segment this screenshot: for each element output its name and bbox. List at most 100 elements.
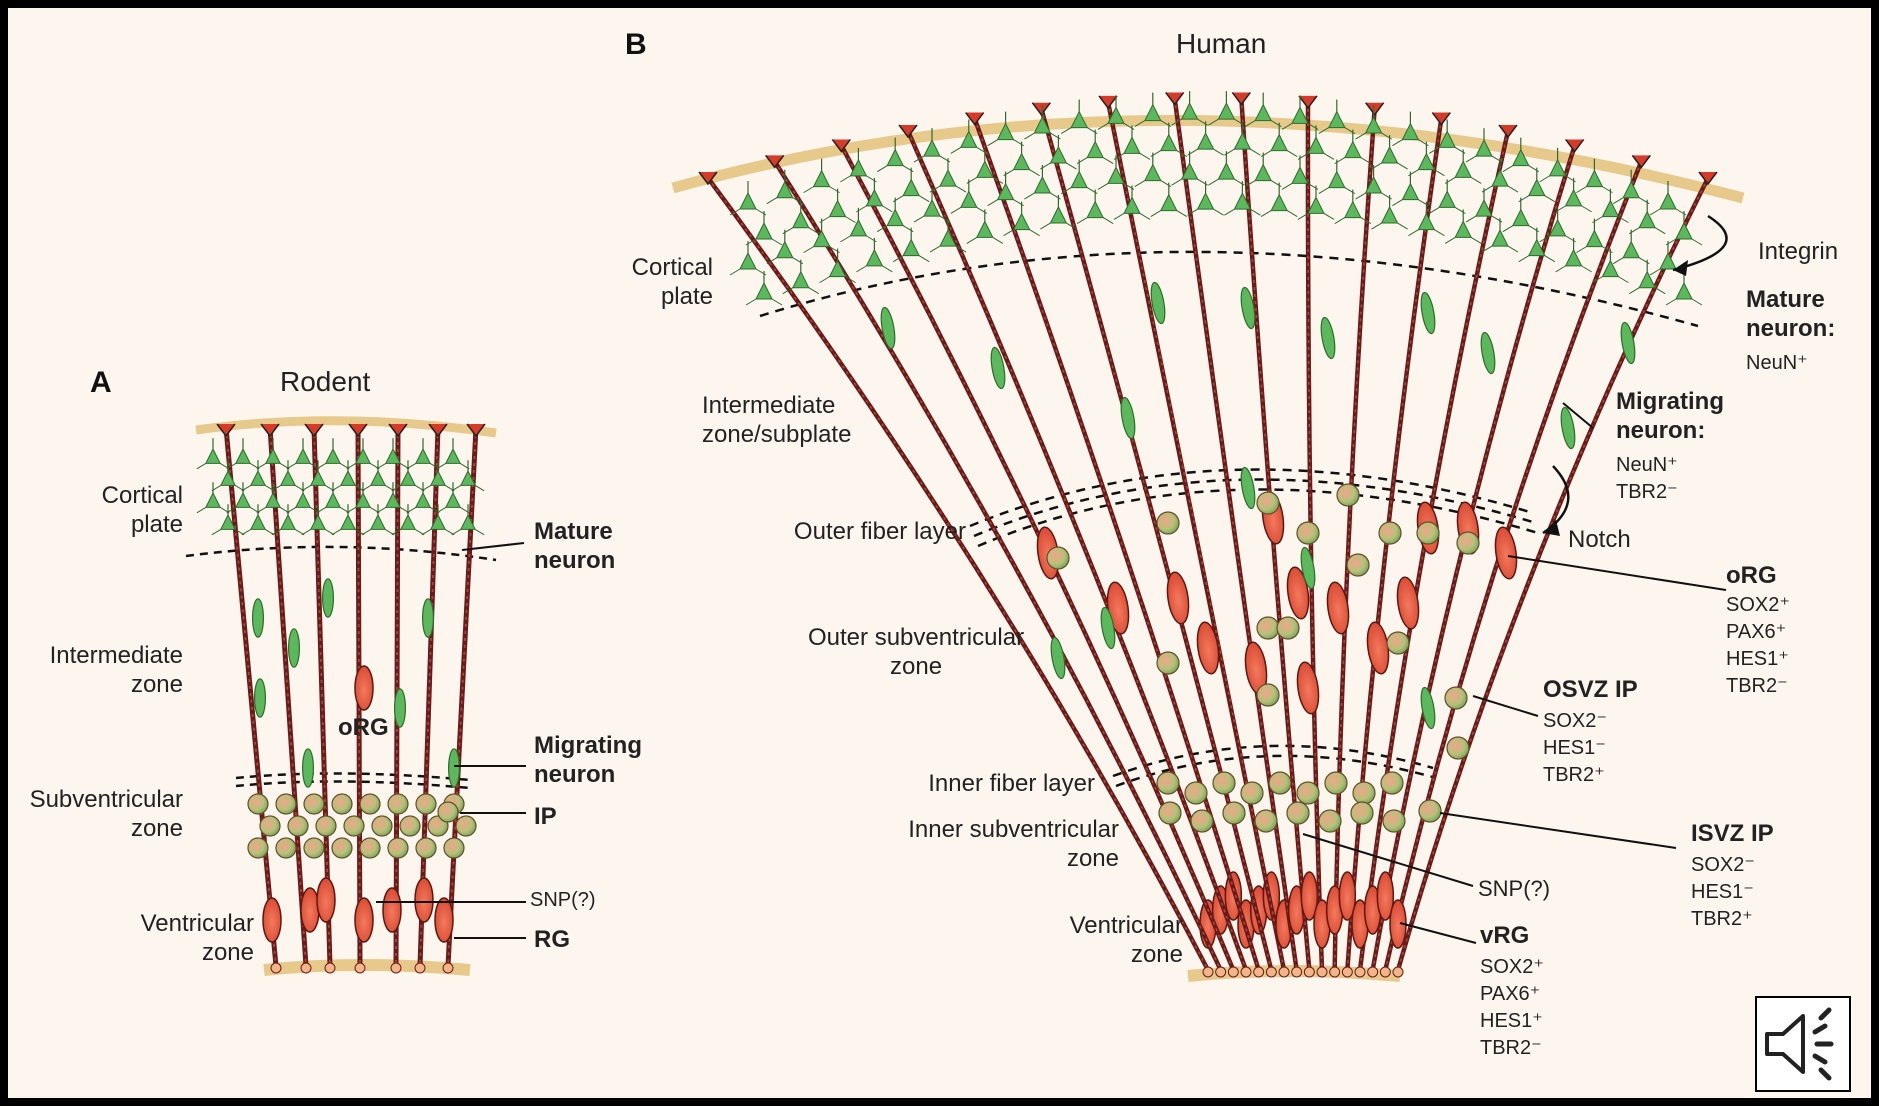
neuron-cell [326,493,340,507]
ip-cell [1417,522,1439,544]
radial-glia-fiber [1373,145,1575,970]
dendrite [1024,193,1034,199]
foot [415,963,425,973]
label-line: Cortical [632,254,713,283]
endfoot [1299,96,1317,108]
neuron-cell [1014,154,1030,170]
dendrite [1135,181,1145,187]
ip-cell [276,838,296,858]
label-line: zone [141,939,254,968]
neuron-cell [866,250,882,266]
neuron-cell [326,449,340,463]
ip-cell [400,816,420,836]
org-markers: SOX2⁺ PAX6⁺ HES1⁺ TBR2⁻ [1726,592,1790,700]
neuron-cell [401,515,415,529]
dendrite [1030,230,1040,236]
neuron-cell [1455,161,1471,177]
ip-cell [1347,554,1369,576]
label-line: Ventricular [1070,912,1183,941]
ip-cell [1381,772,1403,794]
neuron-cell [740,193,756,209]
neuron-cell [446,449,460,463]
outer-fiber-layer-label: Outer fiber layer [794,518,966,547]
ip-cell [1297,782,1319,804]
neuron-cell [756,223,772,239]
neuron-cell [1292,167,1308,183]
neuron-cell [251,515,265,529]
endfoot [1232,92,1250,104]
neuron-cell [977,221,993,237]
endfoot [1166,92,1184,104]
neuron-cell [940,170,956,186]
dendrite [1519,256,1529,262]
ip-cell [1457,532,1479,554]
neuron-cell [1292,107,1308,123]
dendrite [1335,218,1345,224]
radial-glia-fiber-highlight [1373,145,1575,970]
neuron-cell [446,493,460,507]
neuron-cell [1602,201,1618,217]
notch-label: Notch [1568,526,1631,555]
label-line: Mature [534,518,615,547]
endfoot [1366,103,1384,115]
label-line: Ventricular [141,910,254,939]
migrating-neuron [1239,467,1258,510]
progenitor-cell [1164,571,1191,625]
migrating-neuron [1419,292,1438,335]
ip-cell [1223,802,1245,824]
neuron-cell [1034,177,1050,193]
dendrite [820,277,830,283]
ip-cell [1379,522,1401,544]
dendrite [1508,246,1518,252]
foot [1355,967,1365,977]
rodent-snp-label: SNP(?) [530,888,596,912]
neuron-cell [1234,133,1250,149]
rodent-cp-boundary [186,547,496,560]
neuron-cell [1087,202,1103,218]
neuron-cell [1529,180,1545,196]
label-line: Subventricular [30,786,183,815]
rodent-intermediate-zone-label: Intermediate zone [50,642,183,700]
ip-cell [1159,802,1181,824]
human-migrating-neuron-label: Migrating neuron: [1616,388,1724,446]
migrating-neuron [879,307,898,350]
dendrite [772,239,782,245]
leader-line [1400,923,1476,943]
dendrite [1324,153,1334,159]
ip-cell [416,794,436,814]
dendrite [1261,211,1271,217]
human-cortical-plate-label: Cortical plate [632,254,713,312]
neuron-cell [1255,165,1271,181]
neuron-cell [236,493,250,507]
neuron-cell [296,449,310,463]
migrating-neuron [255,679,266,717]
foot [1241,967,1251,977]
neuron-cell [1639,212,1655,228]
dendrite [1177,211,1187,217]
ip-cell [304,794,324,814]
dendrite [1618,277,1628,283]
osvz-ip-title: OSVZ IP [1543,676,1638,705]
neuron-cell [1492,170,1508,186]
neuron-cell [1345,142,1361,158]
neuron-cell [1071,172,1087,188]
neuron-cell [1676,223,1692,239]
marker: SOX2⁺ [1480,954,1544,981]
neuron-cell [1418,154,1434,170]
isvz-ip-title: ISVZ IP [1691,820,1774,849]
audio-button[interactable] [1755,996,1851,1092]
marker: TBR2⁻ [1480,1035,1544,1062]
dendrite [967,237,977,243]
neuron-cell [1198,193,1214,209]
neuron-cell [924,140,940,156]
neuron-cell [1124,137,1140,153]
ip-cell [1445,687,1467,709]
ip-cell [1319,810,1341,832]
human-title: Human [1176,28,1266,60]
endfoot [1099,96,1117,108]
migrating-neuron [1119,397,1138,440]
neuron-cell [1087,142,1103,158]
dendrite [197,463,206,468]
rodent-ip-cells [248,794,476,858]
dendrite [1282,183,1292,189]
